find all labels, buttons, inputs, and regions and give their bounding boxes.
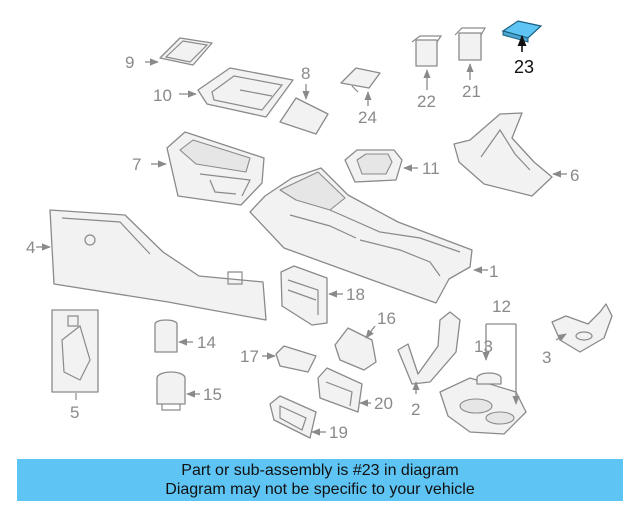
part-16[interactable]: 16 (334, 309, 396, 371)
part-5[interactable]: 5 (51, 309, 99, 422)
banner-line-2: Diagram may not be specific to your vehi… (165, 481, 475, 498)
part-23-highlighted[interactable]: 23 (501, 20, 543, 77)
part-2[interactable]: 2 (397, 311, 461, 419)
callout-12: 12 (492, 297, 511, 316)
callout-20: 20 (374, 394, 393, 413)
callout-4: 4 (26, 238, 35, 257)
part-20[interactable]: 20 (317, 367, 393, 413)
callout-9: 9 (125, 53, 134, 72)
callout-10: 10 (153, 86, 172, 105)
callout-15: 15 (203, 385, 222, 404)
callout-3: 3 (542, 348, 551, 367)
part-19[interactable]: 19 (269, 395, 348, 442)
callout-8: 8 (301, 64, 310, 83)
callout-1: 1 (489, 262, 498, 281)
part-10[interactable]: 10 (153, 67, 294, 118)
part-14[interactable]: 14 (154, 319, 216, 353)
part-1-console[interactable]: 1 (249, 167, 498, 304)
part-11[interactable]: 11 (344, 149, 440, 183)
part-6[interactable]: 6 (453, 112, 579, 197)
callout-22: 22 (417, 92, 436, 111)
callout-13: 13 (474, 337, 493, 356)
part-22[interactable]: 22 (411, 35, 443, 111)
callout-2: 2 (411, 400, 420, 419)
part-4[interactable]: 4 (26, 209, 267, 321)
callout-16: 16 (377, 309, 396, 328)
callout-6: 6 (570, 166, 579, 185)
callout-24: 24 (358, 108, 377, 127)
callout-11: 11 (422, 159, 440, 178)
callout-17: 17 (240, 347, 259, 366)
part-15[interactable]: 15 (156, 371, 222, 411)
part-8[interactable]: 8 (279, 64, 329, 135)
part-12-cupholder[interactable]: 12 (439, 297, 527, 435)
part-17[interactable]: 17 (240, 345, 317, 373)
callout-7: 7 (132, 155, 141, 174)
callout-21: 21 (462, 82, 481, 101)
part-13[interactable]: 13 (474, 337, 502, 385)
banner-line-1: Part or sub-assembly is #23 in diagram (181, 462, 459, 479)
info-banner: Part or sub-assembly is #23 in diagram D… (17, 459, 623, 501)
part-3[interactable]: 3 (542, 303, 613, 367)
part-24[interactable]: 24 (340, 67, 381, 127)
callout-19: 19 (329, 423, 348, 442)
callout-5: 5 (70, 403, 79, 422)
part-18[interactable]: 18 (280, 265, 365, 326)
part-21[interactable]: 21 (454, 27, 487, 101)
callout-23: 23 (514, 57, 534, 77)
callout-18: 18 (346, 285, 365, 304)
callout-14: 14 (197, 333, 216, 352)
part-9[interactable]: 9 (125, 37, 213, 72)
part-7[interactable]: 7 (132, 131, 265, 206)
